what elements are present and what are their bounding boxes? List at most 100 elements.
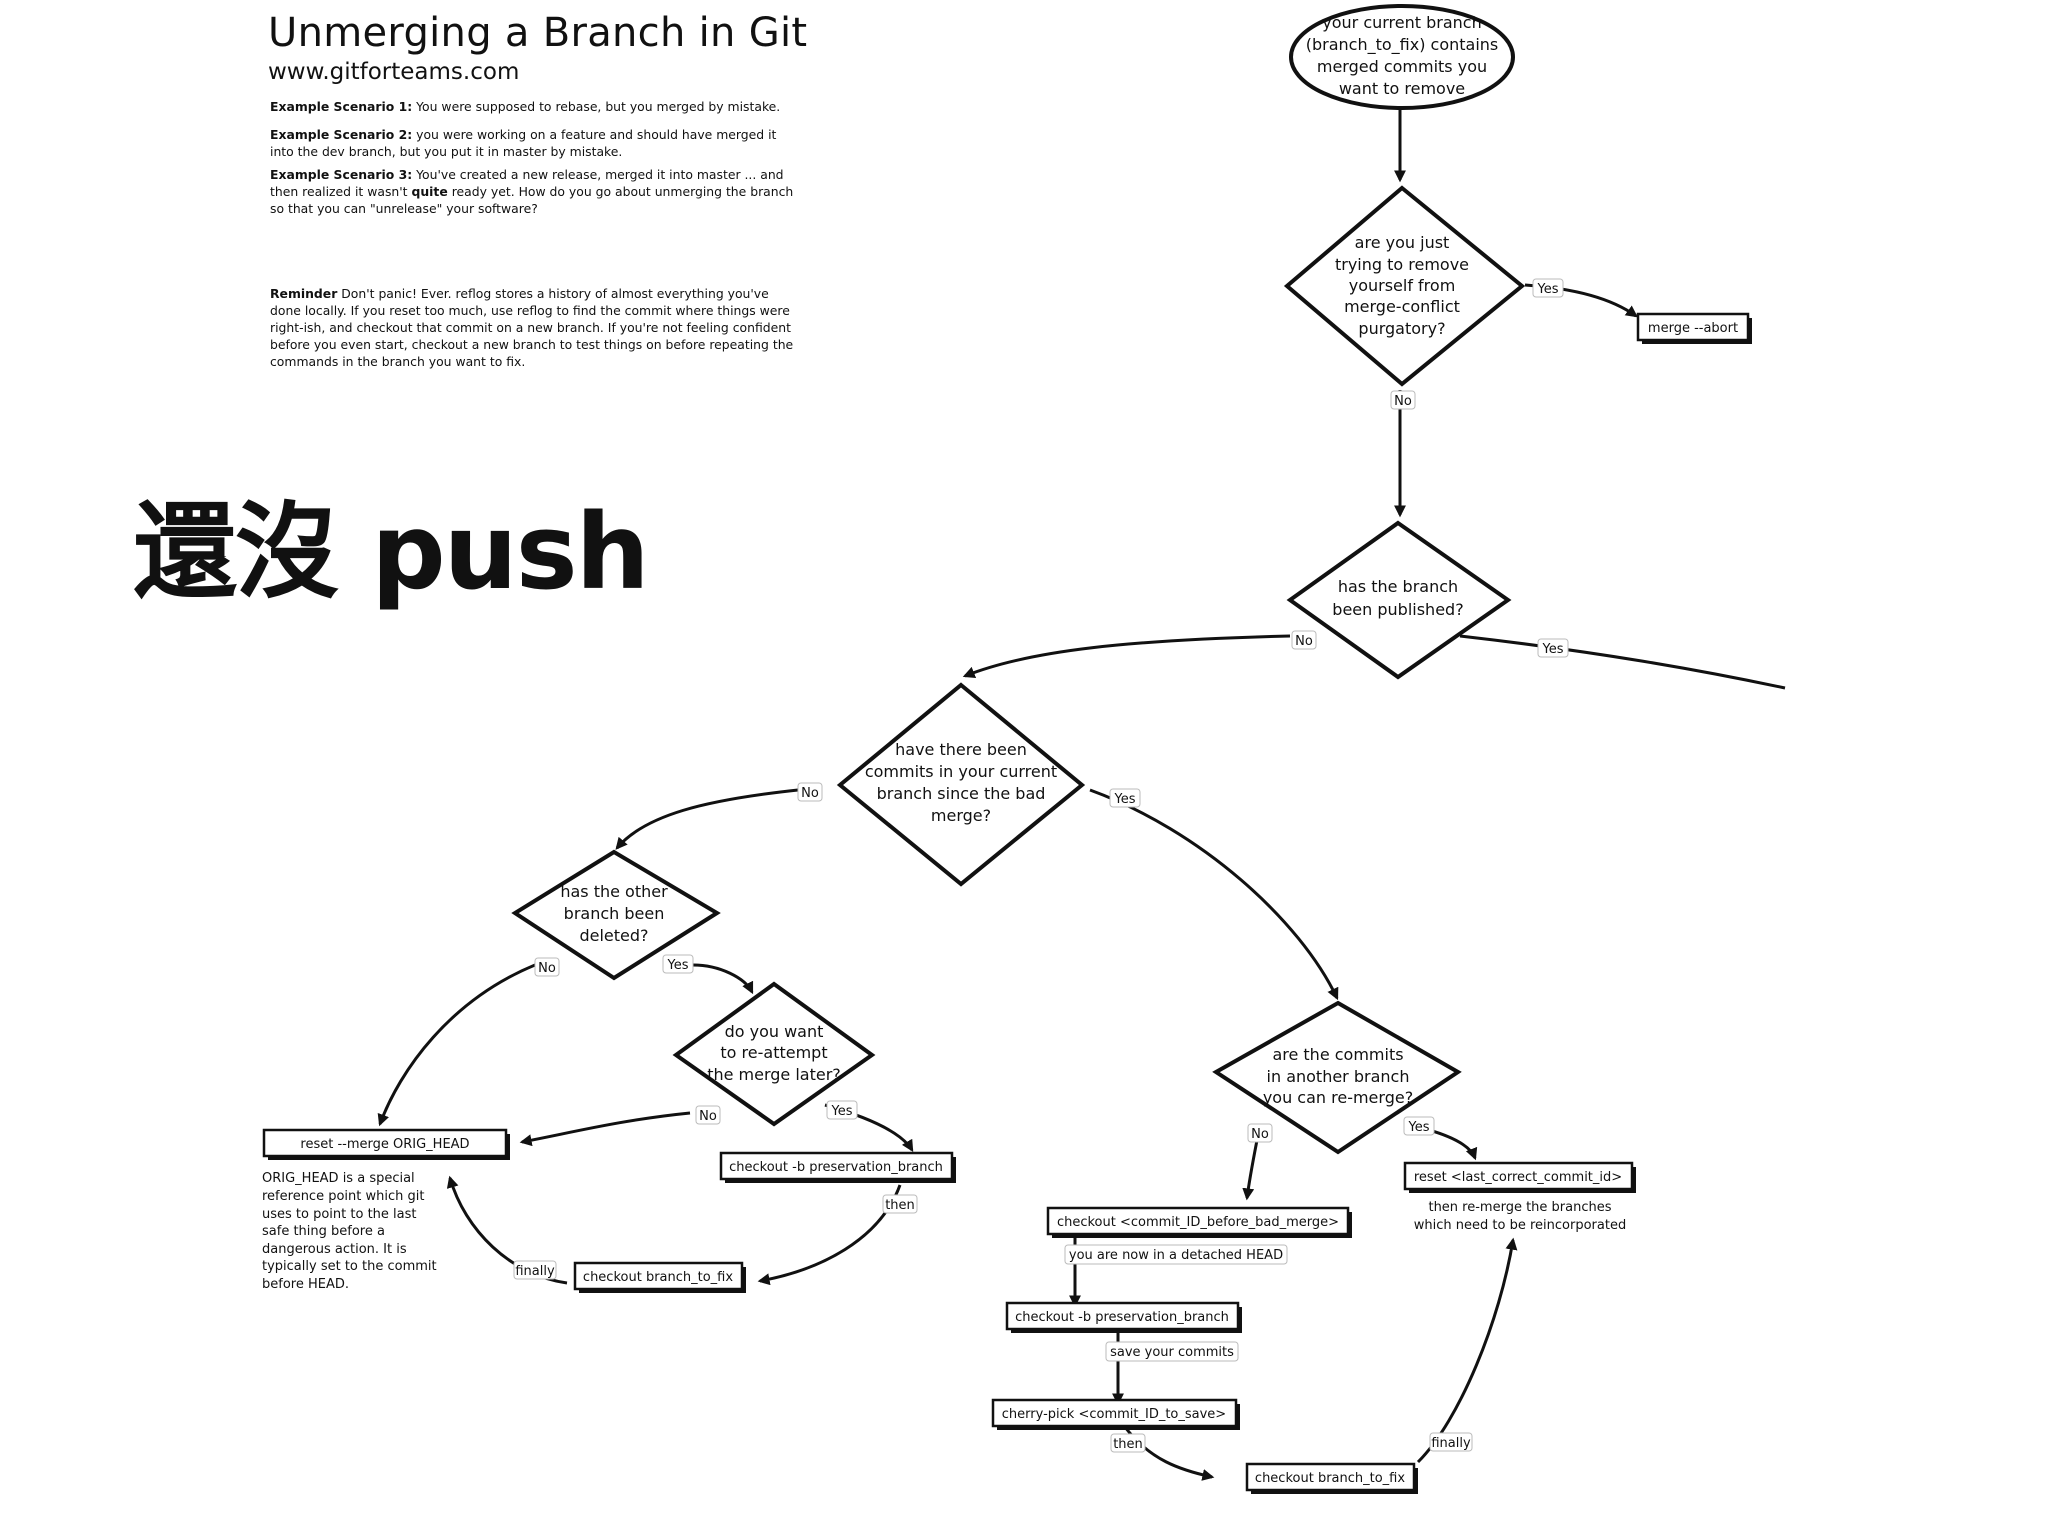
scenario-3-emphasis: quite [411,184,448,199]
scenario-1-text: You were supposed to rebase, but you mer… [416,99,781,114]
scenario-3-label: Example Scenario 3: [270,167,413,182]
merge-conflict-line-1: are you just [1355,233,1450,252]
overlay-caption: 還沒 push [133,491,650,613]
scenario-3-text-b: ready yet. How do you go about unmerging… [270,184,794,216]
reattempt-line-2: to re-attempt [720,1043,827,1062]
command-cherry-pick: cherry-pick <commit_ID_to_save> [991,1398,1240,1430]
commits-since-line-2: commits in your current [865,762,1057,781]
label-no-text: No [538,961,556,976]
commits-since-line-4: merge? [931,806,991,825]
decision-commits-since: have there been commits in your current … [836,682,1086,887]
cherry-pick-text: cherry-pick <commit_ID_to_save> [1002,1407,1226,1422]
published-line-1: has the branch [1338,577,1458,596]
label-yes-text: Yes [831,1104,853,1119]
reminder-text: Don't panic! Ever. reflog stores a histo… [270,286,794,369]
label-finally-text: finally [515,1264,555,1279]
site-url: www.gitforteams.com [268,59,520,85]
label-save-text: save your commits [1110,1345,1234,1360]
command-merge-abort: merge --abort [1636,312,1752,344]
label-yes-another-branch: Yes [1403,1116,1435,1136]
decision-published: has the branch been published? [1286,520,1512,680]
label-no-text: No [1251,1127,1269,1142]
start-line-1: your current branch [1322,13,1481,32]
another-branch-line-3: you can re-merge? [1263,1088,1413,1107]
edge-labels: Yes No No Yes No Yes [513,278,1569,1453]
reattempt-line-3: the merge later? [707,1065,841,1084]
scenario-3: Example Scenario 3: You've created a new… [270,166,802,217]
label-then-cherry-pick: then [1110,1433,1146,1453]
command-reset-merge: reset --merge ORIG_HEAD [262,1128,510,1160]
merge-abort-text: merge --abort [1648,321,1738,336]
label-yes-text: Yes [1114,792,1136,807]
checkout-commit-text: checkout <commit_ID_before_bad_merge> [1057,1215,1339,1230]
page-title: Unmerging a Branch in Git [268,10,808,56]
label-no-other-deleted: No [534,957,560,977]
edge-published-yes [1459,634,1786,690]
orig-head-line-5: dangerous action. It is [262,1242,407,1257]
label-yes-text: Yes [667,958,689,973]
label-no-another-branch: No [1247,1123,1273,1143]
edge-preservation-then [757,1184,902,1286]
other-deleted-line-3: deleted? [579,926,648,945]
scenario-2: Example Scenario 2: you were working on … [270,126,802,160]
label-no-reattempt: No [695,1105,721,1125]
reminder: Reminder Don't panic! Ever. reflog store… [270,285,802,370]
start-node: your current branch (branch_to_fix) cont… [1289,4,1515,110]
remerge-line-2: which need to be reincorporated [1414,1218,1626,1233]
orig-head-line-7: before HEAD. [262,1277,349,1292]
scenario-3-text-a: You've created a new release, merged it … [270,167,784,199]
edge-commits-since-yes [1089,788,1339,1001]
label-finally-reset-last: finally [1429,1432,1473,1452]
another-branch-line-2: in another branch [1267,1067,1410,1086]
merge-conflict-line-3: yourself from [1349,276,1456,295]
label-yes-reattempt: Yes [826,1100,858,1120]
label-detached: you are now in a detached HEAD [1064,1244,1288,1265]
decision-another-branch: are the commits in another branch you ca… [1212,1000,1462,1155]
reset-merge-text: reset --merge ORIG_HEAD [300,1137,469,1152]
edge-reattempt-no [519,1111,691,1147]
edge-other-deleted-yes [692,963,754,995]
label-yes-commits-since: Yes [1109,788,1141,808]
orig-head-line-4: safe thing before a [262,1224,385,1239]
command-checkout-preservation-2: checkout -b preservation_branch [1005,1301,1242,1333]
edge-published-no [962,634,1291,679]
remerge-line-1: then re-merge the branches [1428,1200,1611,1215]
checkout-preservation-2-text: checkout -b preservation_branch [1015,1310,1229,1325]
label-yes-other-deleted: Yes [662,954,694,974]
label-no-text: No [699,1109,717,1124]
label-detached-text: you are now in a detached HEAD [1069,1248,1283,1263]
label-no-text: No [1394,394,1412,409]
label-no-merge-conflict: No [1390,390,1416,410]
commits-since-line-1: have there been [895,740,1027,759]
command-checkout-fix-1: checkout branch_to_fix [573,1261,746,1293]
orig-head-line-1: ORIG_HEAD is a special [262,1171,415,1186]
merge-conflict-line-2: trying to remove [1335,255,1469,274]
other-deleted-line-2: branch been [564,904,665,923]
label-yes-published: Yes [1537,638,1569,658]
note-remerge: then re-merge the branches which need to… [1414,1200,1626,1233]
label-then-preservation: then [882,1194,918,1214]
orig-head-line-3: uses to point to the last [262,1207,416,1222]
label-yes-merge-conflict: Yes [1532,278,1564,298]
label-no-commits-since: No [797,782,823,802]
command-checkout-fix-2: checkout branch_to_fix [1245,1462,1418,1494]
reset-last-text: reset <last_correct_commit_id> [1414,1170,1622,1185]
label-then-text: then [1113,1437,1143,1452]
scenario-2-label: Example Scenario 2: [270,127,413,142]
command-checkout-preservation-1: checkout -b preservation_branch [719,1151,956,1183]
label-save: save your commits [1105,1341,1239,1362]
edge-other-deleted-no [377,963,536,1127]
start-line-2: (branch_to_fix) contains [1306,35,1499,55]
label-no-text: No [801,786,819,801]
commits-since-line-3: branch since the bad [877,784,1046,803]
reminder-label: Reminder [270,286,338,301]
edge-commits-since-no [615,788,799,850]
merge-conflict-line-4: merge-conflict [1344,297,1460,316]
checkout-preservation-1-text: checkout -b preservation_branch [729,1160,943,1175]
label-yes-text: Yes [1408,1120,1430,1135]
checkout-fix-2-text: checkout branch_to_fix [1255,1471,1405,1486]
label-no-text: No [1295,634,1313,649]
command-checkout-commit: checkout <commit_ID_before_bad_merge> [1046,1206,1352,1238]
scenario-2-text: you were working on a feature and should… [270,127,777,159]
